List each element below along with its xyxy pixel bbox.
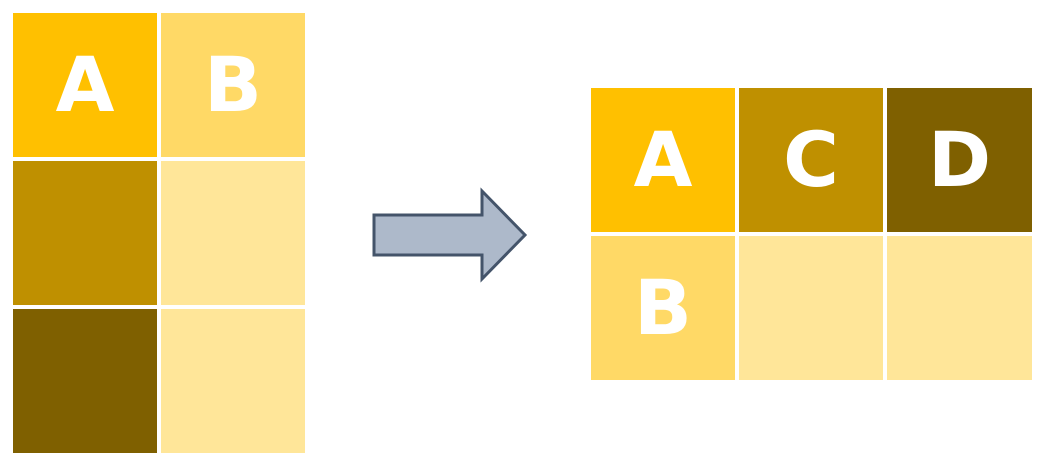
left-cell-row3-col2	[161, 309, 305, 453]
right-cell-c: C	[739, 88, 883, 232]
right-cell-row2-col3	[887, 236, 1032, 380]
left-cell-row3-col1	[13, 309, 157, 453]
left-cell-row2-col1	[13, 161, 157, 305]
right-cell-row2-col2	[739, 236, 883, 380]
left-cell-b: B	[161, 13, 305, 157]
right-arrow-icon	[372, 187, 528, 283]
arrow-shape	[372, 187, 528, 283]
right-cell-d: D	[887, 88, 1032, 232]
right-cell-a: A	[591, 88, 735, 232]
left-cell-a: A	[13, 13, 157, 157]
right-table: A C D B	[591, 88, 1032, 380]
right-cell-b: B	[591, 236, 735, 380]
left-table: A B	[13, 13, 305, 453]
left-cell-row2-col2	[161, 161, 305, 305]
